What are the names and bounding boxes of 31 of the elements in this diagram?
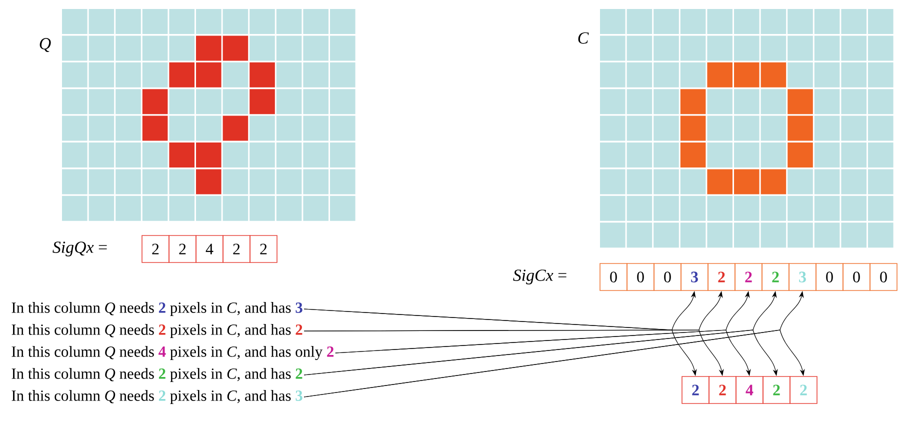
signature-cell: 2 <box>250 235 278 263</box>
signature-cell: 4 <box>196 235 224 263</box>
signature-cell: 0 <box>600 263 628 291</box>
grid-label: SigCx = <box>513 270 566 284</box>
signature-cell: 2 <box>142 235 170 263</box>
annotation-text: In this column Q needs 2 pixels in C, and has 2 <box>12 324 302 338</box>
signature-cell: 4 <box>736 376 764 404</box>
signature-cell: 2 <box>682 376 710 404</box>
signature-cell: 2 <box>708 376 736 404</box>
signature-cell: 2 <box>762 376 790 404</box>
signature-cell: 2 <box>222 235 250 263</box>
signature-cell: 3 <box>788 263 816 291</box>
signature-cell: 0 <box>870 263 898 291</box>
signature-cell: 3 <box>680 263 708 291</box>
grid-label: SigQx = <box>52 242 107 256</box>
signature-cell: 2 <box>762 263 790 291</box>
signature-cell: 2 <box>168 235 196 263</box>
annotation-text: In this column Q needs 2 pixels in C, and has 3 <box>12 390 302 404</box>
signature-cell: 0 <box>654 263 682 291</box>
signature-cell: 0 <box>842 263 870 291</box>
signature-cell: 2 <box>708 263 736 291</box>
annotation-text: In this column Q needs 2 pixels in C, and has 2 <box>12 368 302 382</box>
signature-cell: 0 <box>816 263 844 291</box>
annotation-text: In this column Q needs 2 pixels in C, and has 3 <box>12 302 302 316</box>
grid-label: C <box>578 32 589 44</box>
grid-label: Q <box>40 38 51 52</box>
signature-cell: 2 <box>790 376 818 404</box>
annotation-text: In this column Q needs 4 pixels in C, and has only 2 <box>12 346 334 360</box>
signature-cell: 2 <box>734 263 762 291</box>
signature-cell: 0 <box>626 263 654 291</box>
arrow <box>304 330 805 398</box>
